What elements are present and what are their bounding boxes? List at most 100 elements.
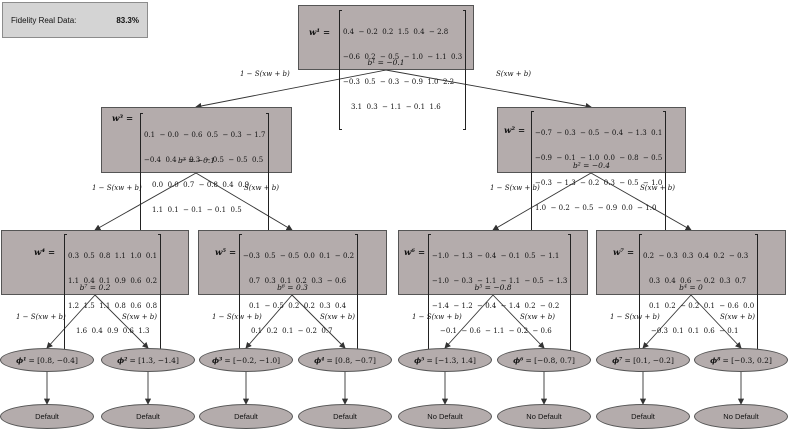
edge-w6-to-phi5 — [444, 294, 494, 349]
edge-label-w2-right: S(xw + b) — [640, 184, 675, 192]
matrix-row: 0.3 0.5 0.8 1.1 1.0 0.1 — [68, 251, 158, 260]
node-w1-bias: b¹ = −0.1 — [367, 58, 405, 67]
node-w4-label: w⁴ = — [34, 248, 56, 258]
outcome-8: No Default — [694, 404, 788, 429]
leaf-phi-3: ϕ³ = [−0.2, −1.0] — [199, 348, 293, 372]
node-w5: w⁵ = −0.3 0.5 − 0.5 0.0 0.1 − 0.2 0.7 0.… — [198, 230, 387, 354]
node-w5-bias: b⁶ = 0.3 — [277, 283, 308, 292]
edge-w4-to-phi2 — [94, 294, 149, 349]
edge-label-w3-right: S(xw + b) — [244, 184, 279, 192]
matrix-row: −0.1 − 0.6 − 1.1 − 0.2 − 0.6 — [440, 327, 552, 336]
outcome-1: Default — [0, 404, 94, 429]
matrix-row: 0.0 0.0 0.7 − 0.8 0.4 0.9 — [152, 181, 250, 190]
leaf-phi-2-symbol: ϕ² — [117, 355, 128, 365]
leaf-phi-8-symbol: ϕ⁸ — [710, 355, 721, 365]
edge-root-to-w2 — [385, 69, 592, 110]
edge-w4-to-phi1 — [46, 294, 96, 349]
edge-label-w2-left: 1 − S(xw + b) — [490, 184, 540, 192]
edge-w5-to-phi4 — [291, 294, 346, 349]
matrix-row: 1.1 0.4 0.1 0.9 0.6 0.2 — [68, 277, 158, 286]
edge-w2-to-w6 — [492, 172, 592, 231]
edge-label-w6-right: S(xw + b) — [520, 313, 555, 321]
outcome-6: No Default — [497, 404, 591, 429]
edge-label-w4-right: S(xw + b) — [122, 313, 157, 321]
edge-w7-to-phi8 — [690, 294, 742, 349]
edge-w2-to-w7 — [590, 172, 692, 231]
matrix-row: 1.1 0.1 − 0.1 − 0.1 0.5 — [152, 206, 242, 215]
leaf-phi-3-symbol: ϕ³ — [211, 355, 223, 365]
node-w2: w² = −0.7 − 0.3 − 0.5 − 0.4 − 1.3 0.1 −0… — [497, 107, 686, 231]
node-w7-bias: b⁴ = 0 — [679, 283, 703, 292]
leaf-phi-7-symbol: ϕ⁷ — [612, 355, 623, 365]
leaf-phi-6-symbol: ϕ⁶ — [513, 355, 524, 365]
edge-label-w6-left: 1 − S(xw + b) — [412, 313, 462, 321]
matrix-row: −0.6 0.2 − 0.5 − 1.0 − 1.1 0.3 — [343, 53, 463, 62]
edge-label-w7-right: S(xw + b) — [720, 313, 755, 321]
node-w4-matrix: 0.3 0.5 0.8 1.1 1.0 0.1 1.1 0.4 0.1 0.9 … — [64, 234, 162, 354]
matrix-row: 0.3 0.4 0.6 − 0.2 0.3 0.7 — [649, 277, 747, 286]
fidelity-value: 83.3% — [116, 15, 139, 25]
leaf-phi-4: ϕ⁴ = [0.8, −0.7] — [298, 348, 392, 372]
edge-label-w3-left: 1 − S(xw + b) — [92, 184, 142, 192]
matrix-row: 1.0 − 0.2 − 0.5 − 0.9 0.0 − 1.0 — [535, 204, 657, 213]
leaf-phi-4-symbol: ϕ⁴ — [314, 355, 325, 365]
outcome-7: Default — [596, 404, 690, 429]
matrix-row: 0.4 − 0.2 0.2 1.5 0.4 − 2.8 — [343, 27, 449, 36]
matrix-row: −0.3 − 1.3 − 0.2 0.3 − 0.5 − 1.0 — [535, 179, 663, 188]
matrix-row: −1.0 − 1.3 − 0.4 − 0.1 0.5 − 1.1 — [432, 251, 560, 260]
node-w7-label: w⁷ = — [613, 248, 635, 258]
node-w3-label: w³ = — [112, 114, 134, 124]
leaf-phi-8: ϕ⁸ = [−0.3, 0.2] — [694, 348, 788, 372]
matrix-row: −0.4 0.4 − 0.3 − 0.5 − 0.5 0.5 — [144, 156, 264, 165]
edge-label-w4-left: 1 − S(xw + b) — [16, 313, 66, 321]
matrix-row: 0.1 0.2 0.1 − 0.2 0.7 — [251, 327, 333, 336]
fidelity-label: Fidelity Real Data: — [11, 15, 77, 25]
node-w7-matrix: 0.2 − 0.3 0.3 0.4 0.2 − 0.3 0.3 0.4 0.6 … — [639, 234, 759, 354]
outcome-4: Default — [298, 404, 392, 429]
leaf-phi-7: ϕ⁷ = [0.1, −0.2] — [596, 348, 690, 372]
matrix-row: 0.1 − 0.0 − 0.6 0.5 − 0.3 − 1.7 — [144, 130, 266, 139]
outcome-2: Default — [101, 404, 195, 429]
matrix-row: 1.6 0.4 0.9 0.6 1.3 — [76, 327, 150, 336]
edge-w7-to-phi7 — [642, 294, 692, 349]
edge-label-w1-right: S(xw + b) — [496, 70, 531, 78]
leaf-phi-6-value: = [−0.8, 0.7] — [525, 355, 575, 365]
matrix-row: −0.3 0.1 0.1 0.6 − 0.1 — [651, 327, 739, 336]
leaf-phi-4-value: = [0.8, −0.7] — [326, 355, 376, 365]
matrix-row: −0.7 − 0.3 − 0.5 − 0.4 − 1.3 0.1 — [535, 128, 663, 137]
node-w1-matrix: 0.4 − 0.2 0.2 1.5 0.4 − 2.8 −0.6 0.2 − 0… — [339, 10, 467, 130]
edge-label-w5-left: 1 − S(xw + b) — [212, 313, 262, 321]
leaf-phi-5-symbol: ϕ⁵ — [414, 355, 425, 365]
leaf-phi-5-value: = [−1.3, 1.4] — [426, 355, 476, 365]
node-w3: w³ = 0.1 − 0.0 − 0.6 0.5 − 0.3 − 1.7 −0.… — [101, 107, 292, 233]
node-w3-bias: b³ = −0.1 — [177, 156, 216, 165]
node-w5-label: w⁵ = — [215, 248, 237, 258]
matrix-row: 0.1 0.2 − 0.2 0.1 − 0.6 0.0 — [649, 302, 755, 311]
outcome-5: No Default — [398, 404, 492, 429]
leaf-phi-2: ϕ² = [1.3, −1.4] — [101, 348, 195, 372]
edge-label-w7-left: 1 − S(xw + b) — [610, 313, 660, 321]
edge-w3-to-w5 — [195, 172, 293, 231]
matrix-row: 1.2 1.5 1.1 0.8 0.6 0.8 — [68, 302, 158, 311]
edge-label-w5-right: S(xw + b) — [320, 313, 355, 321]
leaf-phi-6: ϕ⁶ = [−0.8, 0.7] — [497, 348, 591, 372]
matrix-row: −0.9 − 0.1 − 1.0 0.0 − 0.8 − 0.5 — [535, 154, 663, 163]
fidelity-badge: Fidelity Real Data: 83.3% — [2, 2, 148, 38]
matrix-row: 0.2 − 0.3 0.3 0.4 0.2 − 0.3 — [643, 251, 749, 260]
edge-w6-to-phi6 — [492, 294, 545, 349]
node-w2-bias: b² = −0.4 — [572, 161, 611, 170]
node-w5-matrix: −0.3 0.5 − 0.5 0.0 0.1 − 0.2 0.7 0.3 0.1… — [239, 234, 359, 354]
node-w7: w⁷ = 0.2 − 0.3 0.3 0.4 0.2 − 0.3 0.3 0.4… — [596, 230, 786, 354]
leaf-phi-2-value: = [1.3, −1.4] — [129, 355, 179, 365]
matrix-row: 3.1 0.3 − 1.1 − 0.1 1.6 — [351, 103, 441, 112]
leaf-phi-3-value: = [−0.2, −1.0] — [224, 355, 281, 365]
node-w1: w¹ = 0.4 − 0.2 0.2 1.5 0.4 − 2.8 −0.6 0.… — [298, 5, 474, 130]
node-w2-matrix: −0.7 − 0.3 − 0.5 − 0.4 − 1.3 0.1 −0.9 − … — [531, 111, 667, 231]
node-w6-matrix: −1.0 − 1.3 − 0.4 − 0.1 0.5 − 1.1 −1.0 − … — [428, 234, 572, 354]
matrix-row: 0.7 0.3 0.1 0.2 0.3 − 0.6 — [249, 277, 347, 286]
outcome-3: Default — [199, 404, 293, 429]
node-w3-matrix: 0.1 − 0.0 − 0.6 0.5 − 0.3 − 1.7 −0.4 0.4… — [140, 113, 270, 233]
matrix-row: 0.1 − 0.5 0.2 0.2 0.3 0.4 — [249, 302, 347, 311]
node-w1-label: w¹ = — [309, 28, 331, 38]
